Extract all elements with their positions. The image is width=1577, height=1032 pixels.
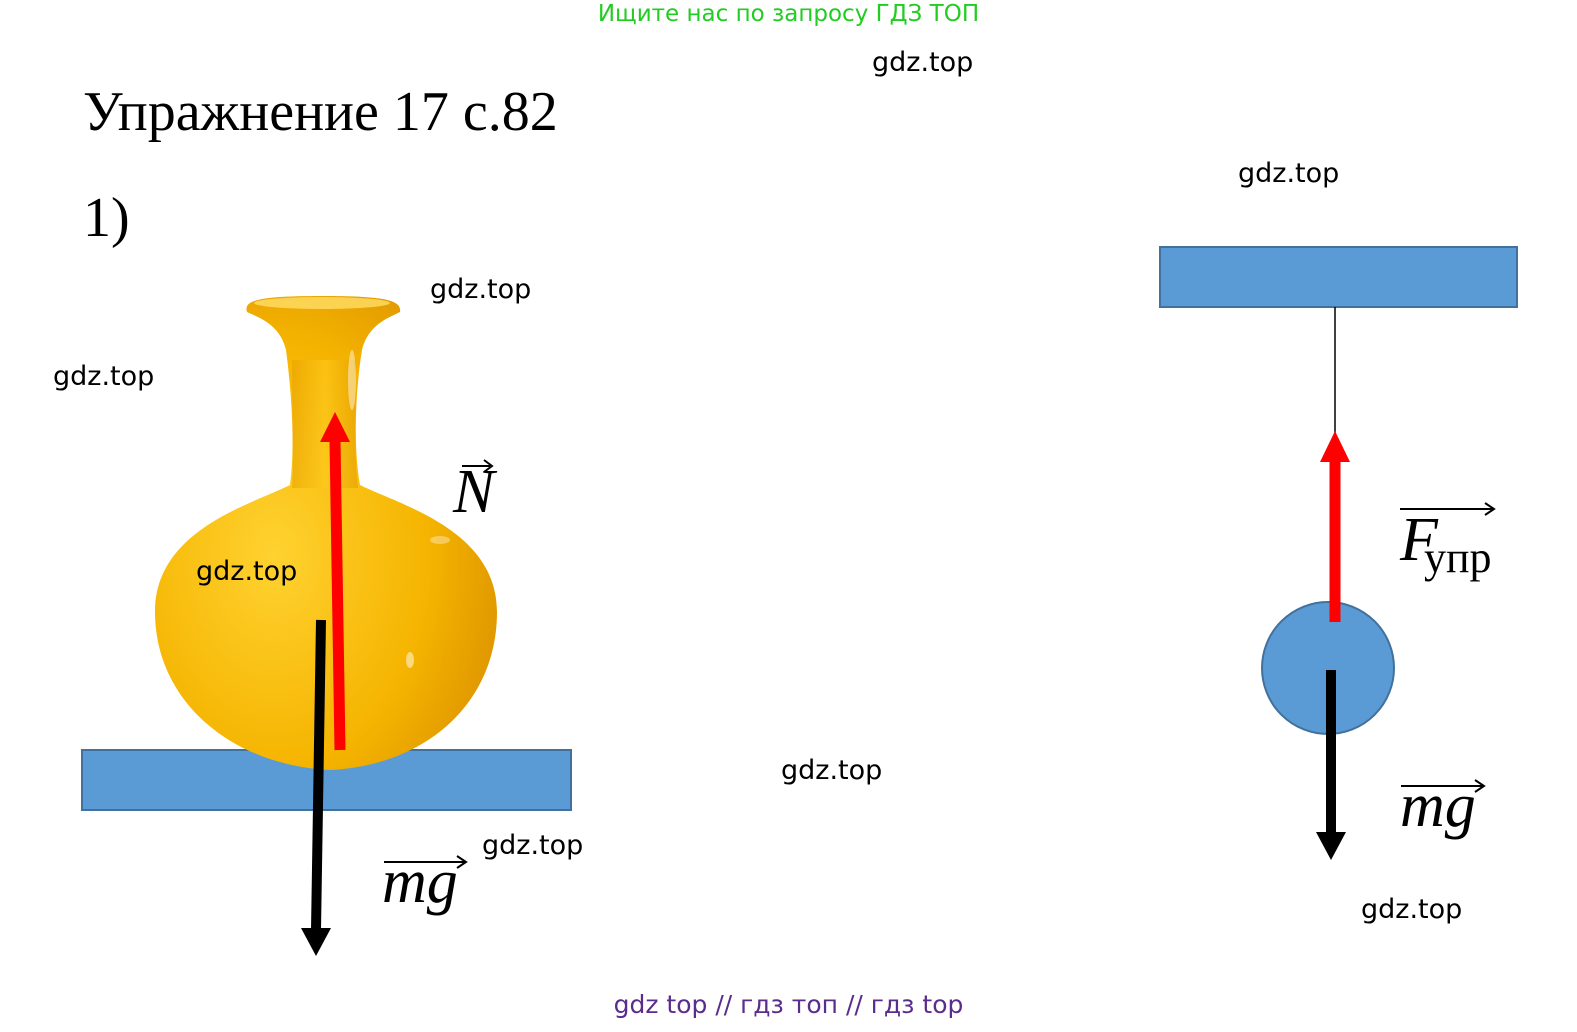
ceiling-block (1159, 246, 1518, 308)
elastic-force-arrow (1320, 431, 1350, 622)
label-upr-subscript: упр (1424, 533, 1492, 582)
label-mg-ball-text: mg (1400, 772, 1476, 840)
label-mg-vase-text: mg (382, 848, 458, 916)
footer-watermark: gdz top // гдз топ // гдз top (613, 990, 964, 1019)
label-F-upr: F упр (1399, 502, 1496, 582)
promo-banner: Ищите нас по запросу ГДЗ ТОП (597, 1, 980, 27)
watermark: gdz.top (196, 556, 298, 587)
watermark: gdz.top (53, 361, 155, 392)
watermark: gdz.top (430, 274, 532, 305)
label-N-text: N (452, 458, 498, 526)
watermark: gdz.top (781, 755, 883, 786)
label-F-text: F (1399, 506, 1439, 574)
gravity-arrow-ball (1316, 670, 1346, 860)
watermark: gdz.top (482, 830, 584, 861)
exercise-title: Упражнение 17 с.82 (83, 81, 558, 143)
vase (155, 296, 497, 770)
watermark: gdz.top (1238, 158, 1340, 189)
watermark: gdz.top (872, 47, 974, 78)
label-mg-vase: mg (382, 848, 468, 916)
part-number: 1) (83, 187, 130, 249)
label-N: N (452, 458, 498, 526)
normal-force-arrow (320, 412, 350, 751)
gravity-arrow-vase (301, 619, 331, 956)
label-mg-ball: mg (1400, 772, 1486, 840)
watermark: gdz.top (1361, 894, 1463, 925)
